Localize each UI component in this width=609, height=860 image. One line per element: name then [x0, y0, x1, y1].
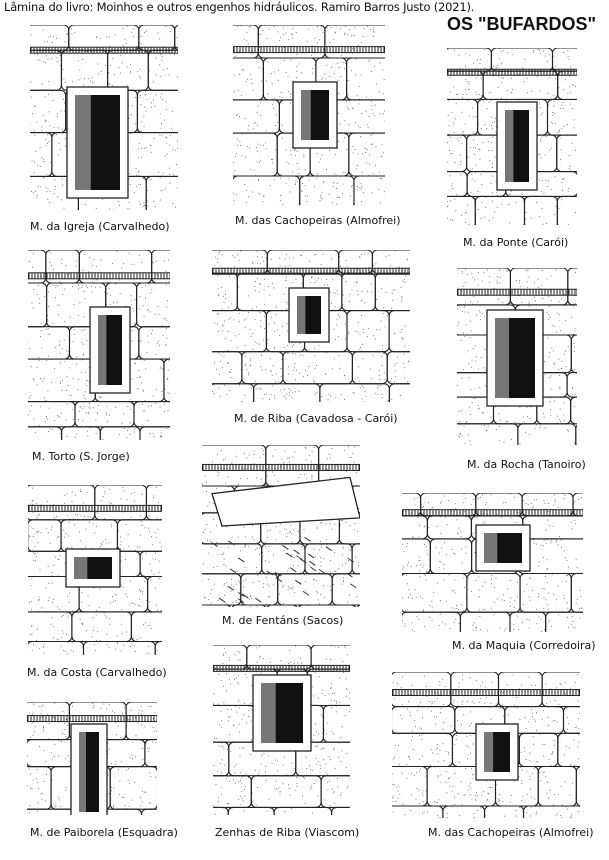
mill-window-drawing: [392, 672, 580, 818]
mill-window-drawing: [447, 48, 577, 225]
source-caption: Lâmina do livro: Moinhos e outros engenh…: [4, 0, 475, 14]
panel-caption: M. da Rocha (Tanoiro): [467, 458, 586, 471]
panel-caption: M. da Ponte (Carói): [463, 236, 569, 249]
mill-window-drawing: [233, 25, 385, 205]
mill-window-drawing: [30, 25, 178, 210]
panel-caption: M. da Igreja (Carvalhedo): [30, 220, 170, 233]
mill-window-drawing: [27, 702, 157, 815]
page-title: OS "BUFARDOS": [447, 14, 597, 34]
panel-caption: Zenhas de Riba (Viascom): [215, 826, 360, 839]
mill-window-drawing: [212, 250, 410, 402]
mill-window-drawing: [402, 493, 583, 632]
mill-window-drawing: [202, 445, 360, 607]
panel-caption: M. de Riba (Cavadosa - Carói): [234, 412, 398, 425]
mill-window-drawing: [28, 250, 170, 440]
panel-caption: M. das Cachopeiras (Almofrei): [428, 826, 594, 839]
panel-caption: M. da Costa (Carvalhedo): [27, 666, 167, 679]
panel-caption: M. das Cachopeiras (Almofrei): [235, 214, 401, 227]
mill-window-drawing: [28, 485, 162, 655]
panel-caption: M. de Fentáns (Sacos): [222, 614, 344, 627]
panel-caption: M. Torto (S. Jorge): [32, 450, 130, 463]
panel-caption: M. de Paiborela (Esquadra): [30, 826, 178, 839]
mill-window-drawing: [457, 268, 577, 445]
mill-window-drawing: [213, 645, 350, 815]
panel-caption: M. da Maquia (Corredoira): [452, 639, 596, 652]
